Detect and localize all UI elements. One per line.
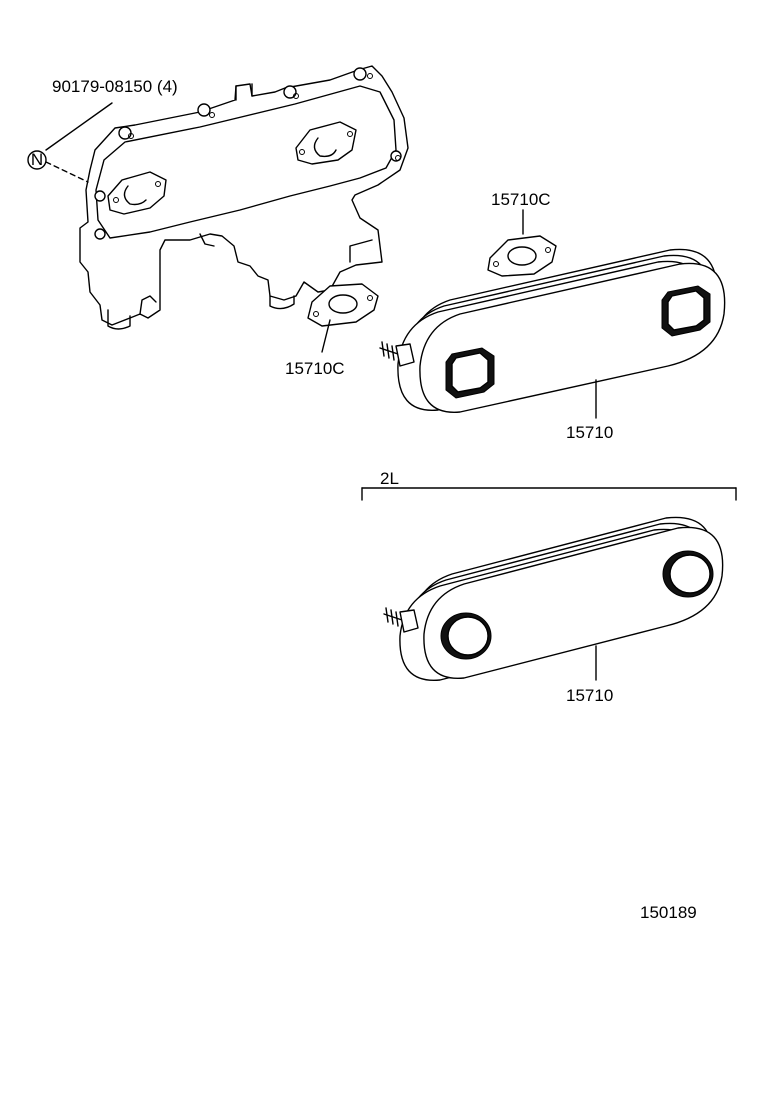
engine-housing xyxy=(79,65,409,330)
bolt-part-label: 90179-08150 (4) xyxy=(52,77,178,96)
gasket-lower-label: 15710C xyxy=(285,359,345,378)
n-marker: N xyxy=(31,150,43,169)
gasket-upper-label: 15710C xyxy=(491,190,551,209)
gasket-lower: 15710C xyxy=(285,283,379,378)
n-marker-circle xyxy=(27,150,47,170)
variant-2l-label: 2L xyxy=(380,469,399,488)
oil-cooler-lower: 15710 xyxy=(383,516,724,705)
diagram-number: 150189 xyxy=(640,903,697,922)
variant-bracket: 2L xyxy=(361,469,737,501)
cooler-upper-label: 15710 xyxy=(566,423,613,442)
gasket-upper: 15710C xyxy=(487,190,557,277)
bolt-callout: N 90179-08150 (4) xyxy=(27,77,178,183)
cooler-lower-label: 15710 xyxy=(566,686,613,705)
oil-cooler-upper: 15710 xyxy=(379,248,726,442)
